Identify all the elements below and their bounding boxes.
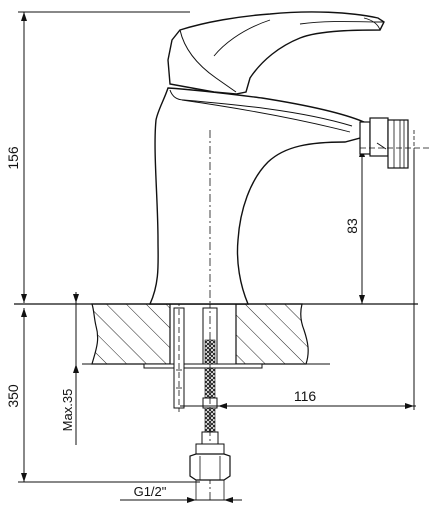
dimension-max-thickness: Max.35 <box>60 292 79 445</box>
dim-total-height-label: 156 <box>5 146 21 170</box>
dim-hose-length-label: 350 <box>5 384 21 408</box>
countertop-section <box>82 303 330 365</box>
lever-handle <box>167 11 385 95</box>
hose-connection-nut <box>189 443 231 500</box>
dim-spout-height-label: 83 <box>344 218 360 234</box>
flexible-hose <box>201 252 219 500</box>
dimension-connection: G1/2" <box>120 484 242 503</box>
dim-max-thickness-label: Max.35 <box>60 389 75 432</box>
dimension-spout-height: 83 <box>344 148 365 304</box>
mounting-plate <box>143 363 263 369</box>
mounting-rod <box>173 300 185 412</box>
dim-connection-label: G1/2" <box>134 484 167 499</box>
dimension-hose-length: 350 <box>5 308 200 483</box>
dimension-total-height: 156 <box>5 11 190 303</box>
faucet-body <box>148 87 430 305</box>
dim-hose-reach-label: 116 <box>294 388 317 404</box>
dimension-hose-reach: 116 <box>180 150 416 410</box>
